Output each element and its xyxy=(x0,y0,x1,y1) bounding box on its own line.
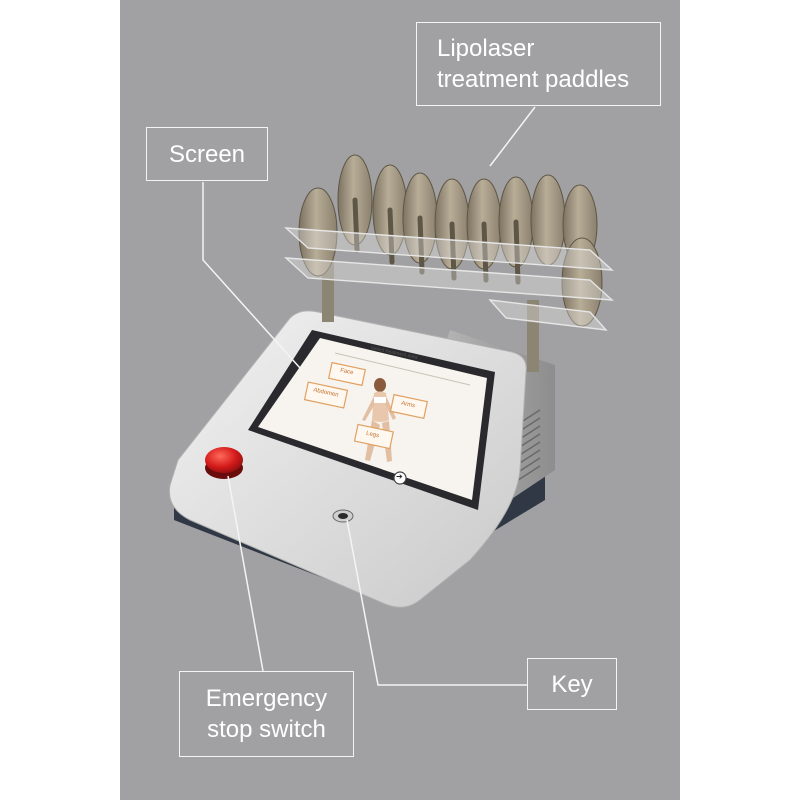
screen-btn-legs xyxy=(353,423,394,450)
callout-screen-label: Screen xyxy=(168,141,246,168)
screen-btn-arms xyxy=(389,393,429,420)
left-post xyxy=(322,260,334,322)
right-post xyxy=(527,300,539,372)
screen-next-button xyxy=(393,471,407,485)
callout-stop-line1: Emergency xyxy=(205,685,328,712)
callout-paddles: Lipolaser treatment paddles xyxy=(416,22,661,106)
paddle-holder-tray xyxy=(284,227,614,331)
key-switch xyxy=(332,509,354,523)
callout-stop-line2: stop switch xyxy=(207,716,326,744)
callout-key: Key xyxy=(527,658,617,710)
callout-lines xyxy=(202,106,536,686)
screen-btn-abdomen xyxy=(303,381,349,409)
emergency-stop-switch xyxy=(205,447,243,479)
callout-paddles-line2: treatment paddles xyxy=(437,66,630,94)
screen-btn-face xyxy=(327,361,367,387)
callout-key-label: Key xyxy=(551,671,593,698)
callout-paddles-line1: Lipolaser xyxy=(437,35,535,62)
callout-screen: Screen xyxy=(146,127,268,181)
callout-emergency-stop: Emergency stop switch xyxy=(179,671,354,757)
screen-next-arrow[interactable]: ➔ xyxy=(396,472,403,481)
